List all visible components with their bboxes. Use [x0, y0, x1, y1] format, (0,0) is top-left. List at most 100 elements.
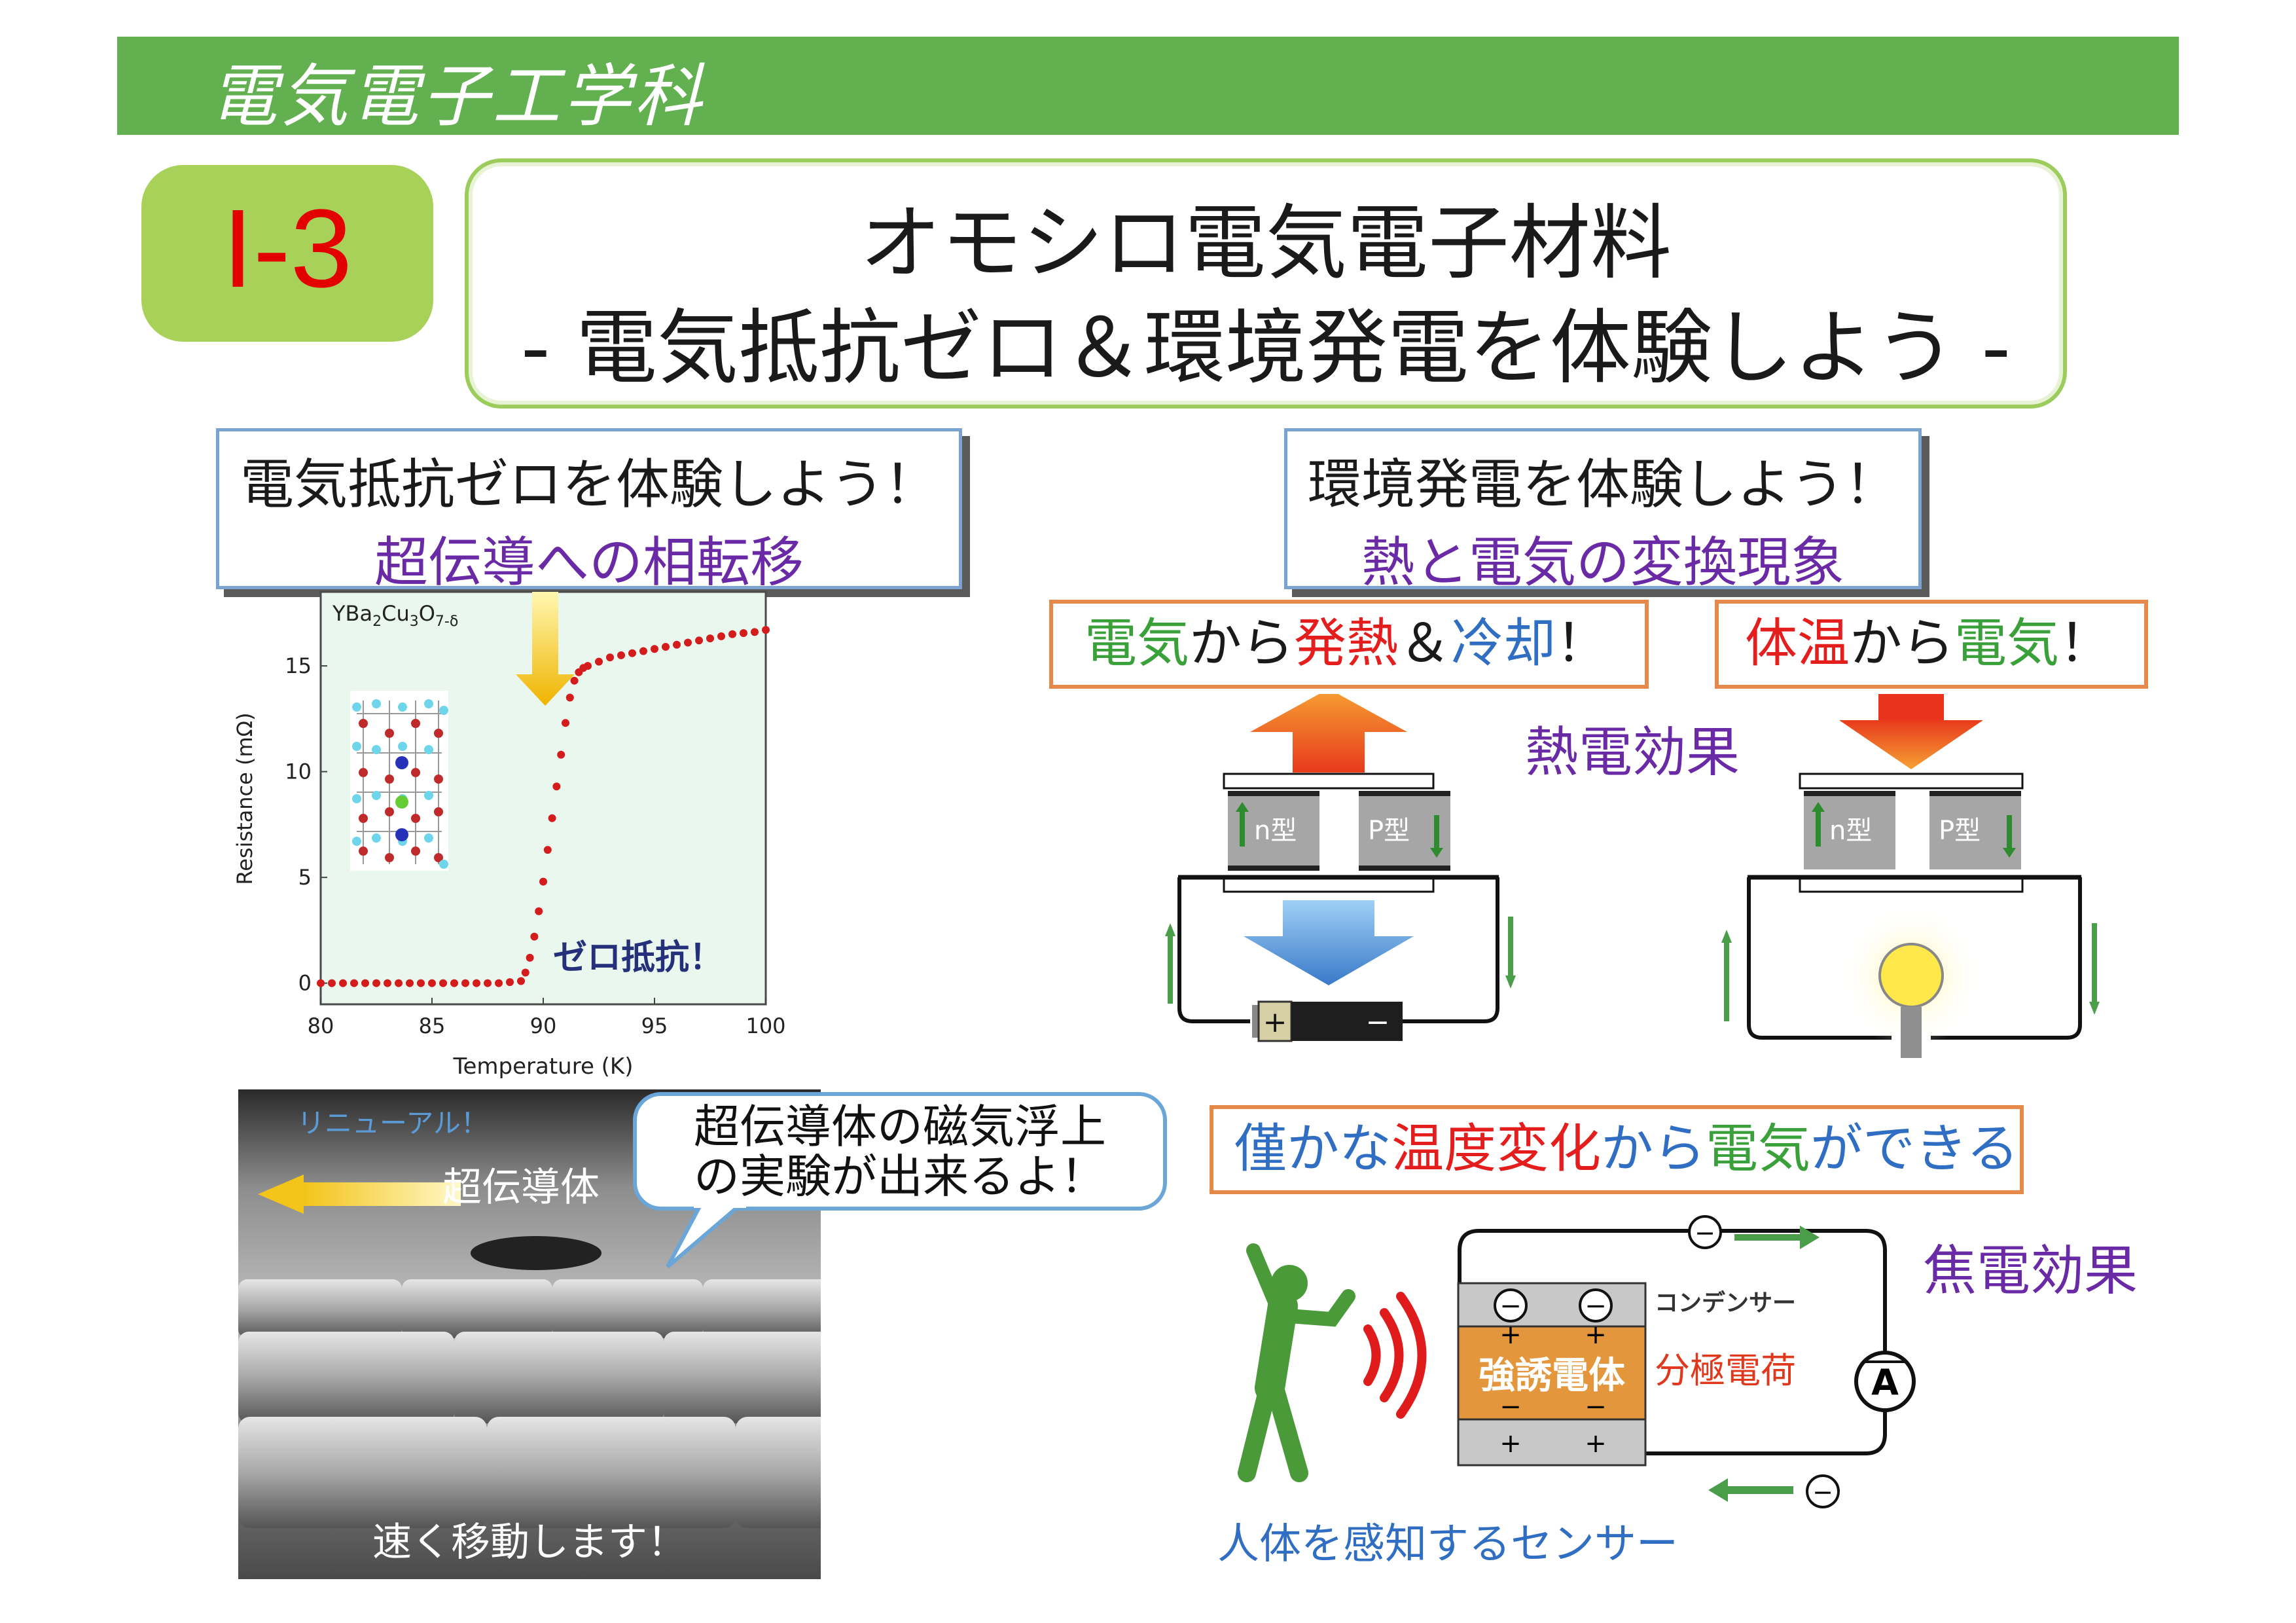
left-section-heading: 電気抵抗ゼロを体験しよう！ [240, 454, 938, 516]
data-point [706, 634, 714, 643]
move-fast-label: 速く移動します！ [372, 1520, 687, 1565]
peltier-diagram: n型 P型 + − [1165, 694, 1516, 1042]
data-point [548, 814, 556, 822]
course-code-badge [141, 165, 433, 342]
levitation-photo: リニューアル！ 超伝導体 速く移動します！ [238, 1089, 821, 1579]
right-section-sub: 熱と電気の変換現象 [1361, 532, 1844, 594]
charge-minus-3: − [1499, 1392, 1522, 1422]
charge-minus-2: − [1585, 1291, 1607, 1321]
n-type-label: n型 [1254, 816, 1297, 846]
y-axis-label: Resistance (mΩ) [232, 712, 257, 884]
magnet-rail [238, 1279, 821, 1528]
data-point [450, 979, 458, 987]
data-point [684, 638, 692, 647]
polarization-charge-label: 分極電荷 [1655, 1350, 1796, 1391]
pyro-box: 僅かな温度変化から電気ができる [1210, 1105, 2024, 1194]
data-point [539, 877, 547, 886]
renewal-label: リニューアル！ [297, 1107, 488, 1139]
data-point [535, 907, 543, 915]
data-point [595, 657, 603, 666]
data-point [406, 979, 414, 987]
move-arrow-icon [258, 1175, 304, 1214]
data-point [557, 750, 565, 759]
x-tick-label: 100 [745, 1013, 785, 1038]
capacitor-label: コンデンサー [1655, 1289, 1796, 1317]
data-point [617, 651, 625, 659]
data-point [506, 978, 514, 987]
charge-minus-4: − [1585, 1392, 1607, 1422]
thermoelectric-diagrams: n型 P型 + − n型 P型 [1165, 694, 2100, 1058]
electron-flow-arrow-top-icon [1734, 1226, 1820, 1249]
title-box [465, 158, 2067, 409]
ammeter-label: A [1871, 1362, 1899, 1403]
right-section-box: 環境発電を体験しよう！ 熱と電気の変換現象 [1284, 428, 1922, 594]
te-box-body-heat: 体温から電気！ [1715, 600, 2148, 689]
y-tick-label: 5 [298, 865, 312, 890]
heat-radiation-icon [1363, 1292, 1427, 1419]
x-tick-label: 95 [641, 1013, 668, 1038]
electron-top: − [1695, 1218, 1715, 1247]
data-point [328, 979, 336, 987]
x-tick-label: 85 [419, 1013, 446, 1038]
data-point [384, 979, 391, 987]
page-title: オモシロ電気電子材料 [859, 196, 1672, 291]
left-section-box: 電気抵抗ゼロを体験しよう！ 超伝導への相転移 [216, 428, 962, 594]
data-point [695, 636, 703, 645]
data-point [552, 782, 561, 791]
data-point [717, 632, 725, 640]
seebeck-diagram: n型 P型 [1721, 694, 2100, 1058]
page-subtitle: - 電気抵抗ゼロ＆環境発電を体験しよう - [520, 301, 2011, 395]
course-code: I-3 [222, 187, 353, 311]
y-tick-label: 0 [298, 971, 312, 996]
data-point [521, 968, 529, 977]
svg-text:−: − [1366, 1006, 1390, 1039]
crystal-structure-icon [350, 691, 448, 871]
data-point [584, 662, 592, 670]
te-word-and: ＆ [1399, 613, 1451, 674]
data-point [651, 645, 658, 653]
y-tick-label: 10 [285, 759, 312, 784]
data-point [530, 932, 539, 941]
pyro-word-can: ができる [1810, 1118, 2019, 1179]
data-point [495, 979, 503, 987]
te2-word-exclaim: ！ [2059, 613, 2111, 674]
pyro-word-slight: 僅かな [1234, 1118, 1391, 1179]
data-point [562, 719, 569, 727]
pyroelectric-effect-label: 焦電効果 [1923, 1240, 2138, 1302]
data-point [395, 979, 403, 987]
right-section-heading: 環境発電を体験しよう！ [1307, 454, 1898, 516]
x-tick-label: 80 [308, 1013, 334, 1038]
heat-up-arrow-icon [1250, 694, 1407, 773]
bubble-line-2: の実験が出来るよ！ [694, 1150, 1106, 1203]
p-type-label: P型 [1368, 816, 1410, 846]
data-point [417, 979, 425, 987]
pyroelectric-diagram: − − + + 強誘電体 − − + + コンデンサー 分極電荷 A − − 人… [1217, 1215, 1916, 1565]
superconductor-disk [471, 1236, 601, 1270]
y-tick-label: 15 [285, 653, 312, 678]
data-point [517, 977, 525, 985]
left-section-sub: 超伝導への相転移 [374, 532, 804, 594]
department-name: 電気電子工学科 [209, 56, 705, 136]
chart-title: YBa2Cu3O7-δ [332, 601, 458, 630]
p-type-label-2: P型 [1939, 816, 1981, 846]
te-word-exclaim: ！ [1556, 613, 1608, 674]
heat-in-arrow-icon [1839, 720, 1983, 769]
n-type-label-2: n型 [1829, 816, 1872, 846]
data-point [751, 628, 759, 636]
pyro-word-from: から [1601, 1118, 1706, 1179]
pyro-word-electric: 電気 [1706, 1118, 1810, 1179]
te2-word-body: 体温 [1745, 613, 1850, 674]
zero-resistance-label: ゼロ抵抗！ [553, 938, 723, 977]
data-point [662, 643, 670, 651]
x-axis-label: Temperature (K) [452, 1053, 633, 1080]
data-point [473, 979, 480, 987]
charge-plus-4: + [1585, 1429, 1607, 1459]
data-point [439, 979, 447, 987]
thermoelectric-effect-label: 熱電効果 [1525, 721, 1740, 784]
data-point [484, 979, 492, 987]
transition-arrow-icon [516, 592, 575, 706]
battery-icon: + − [1252, 1000, 1403, 1042]
te2-word-electric: 電気 [1954, 613, 2059, 674]
te-word-heat: 発熱 [1294, 613, 1399, 674]
te-word-from: から [1189, 613, 1294, 674]
